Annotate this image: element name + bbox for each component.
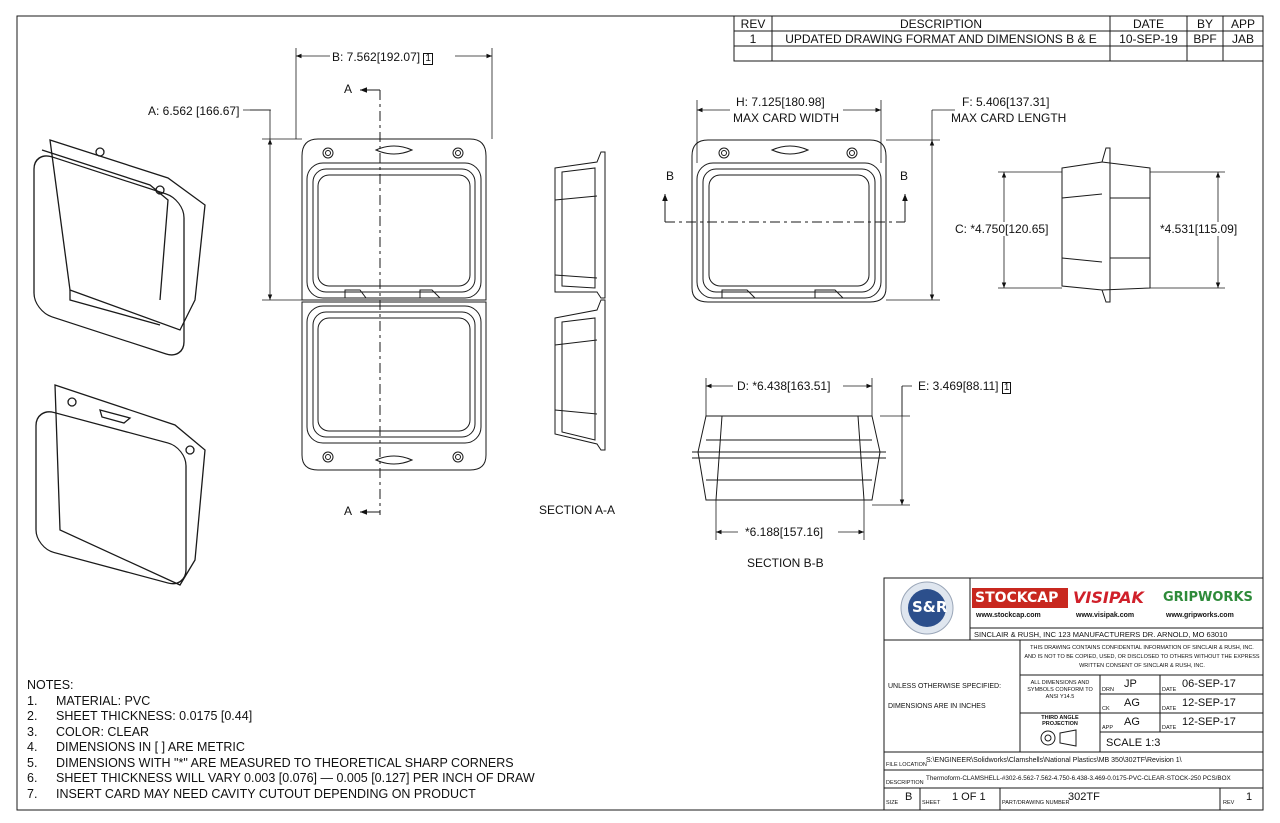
note-2: 2.SHEET THICKNESS: 0.0175 [0.44] [27, 709, 253, 723]
visipak-brand: VISIPAK [1073, 588, 1144, 607]
dimension-f-lines [886, 109, 955, 301]
isometric-view-bottom [35, 384, 206, 586]
dim-a-label: A: 6.562 [166.67] [148, 104, 240, 118]
dim-b-label: B: 7.562[192.07] 1 [332, 50, 433, 65]
chk-date-label: DATE [1162, 706, 1177, 712]
sheet-border [16, 15, 1264, 811]
section-a-top-letter: A [344, 82, 353, 96]
dim-e-label: E: 3.469[88.11] 1 [918, 379, 1012, 394]
chk-label: CK [1102, 706, 1110, 712]
dimension-h-lines [696, 100, 882, 163]
dim-c-label: C: *4.750[120.65] [955, 222, 1049, 236]
note-3: 3.COLOR: CLEAR [27, 724, 150, 739]
third-angle-symbol [1040, 729, 1077, 747]
rev-row-rev: 1 [749, 32, 757, 46]
gripworks-brand: GRIPWORKS [1163, 590, 1253, 605]
size-label: SIZE [886, 800, 899, 806]
sheet-value: 1 OF 1 [952, 791, 986, 803]
rev-row-app: JAB [1231, 32, 1254, 46]
section-a-bottom-letter: A [344, 504, 353, 518]
section-bb-caption: SECTION B-B [747, 556, 824, 570]
dim-d-label: D: *6.438[163.51] [737, 379, 831, 393]
revision-table-grid [733, 15, 1264, 62]
dim-f-sub: MAX CARD LENGTH [951, 111, 1067, 125]
part-number-label: PART/DRAWING NUMBER [1002, 800, 1070, 806]
side-view [1061, 147, 1151, 303]
third-angle-label: THIRD ANGLE PROJECTION [1041, 715, 1079, 727]
rev-row-by: BPF [1193, 32, 1217, 46]
app-label: APP [1102, 725, 1114, 731]
rev-header-date: DATE [1132, 17, 1165, 31]
rev-header-by: BY [1196, 17, 1213, 31]
size-value: B [905, 791, 913, 803]
file-location: S:\ENGINEER\Solidworks\Clamshells\Nation… [926, 757, 1182, 764]
rev-row-date: 10-SEP-19 [1119, 32, 1178, 46]
note-1: 1.MATERIAL: PVC [27, 693, 151, 708]
chk-date: 12-SEP-17 [1182, 697, 1236, 709]
dim-g-label: *6.188[157.16] [745, 525, 824, 539]
drn-label: DRN [1102, 687, 1114, 693]
rev-label: REV [1223, 800, 1235, 806]
gripworks-url: www.gripworks.com [1166, 612, 1234, 619]
rev-header-description: DESCRIPTION [899, 17, 982, 31]
section-line-bb [662, 194, 908, 223]
dimension-g-lines [715, 500, 865, 540]
section-bb-view [692, 415, 886, 501]
dimension-e-lines [872, 385, 912, 506]
stockcap-url: www.stockcap.com [976, 612, 1041, 619]
sr-logo-text: S&R [912, 598, 948, 616]
dim-f-label: F: 5.406[137.31] [962, 95, 1050, 109]
confidential-notice: THIS DRAWING CONTAINS CONFIDENTIAL INFOR… [1024, 645, 1260, 669]
unless-specified: UNLESS OTHERWISE SPECIFIED: [888, 683, 1002, 690]
note-7: 7.INSERT CARD MAY NEED CAVITY CUTOUT DEP… [27, 786, 476, 801]
scale: SCALE 1:3 [1106, 737, 1161, 749]
part-description: Thermoform-CLAMSHELL-#302-6.562-7.562-4.… [926, 775, 1231, 782]
sr-logo [900, 581, 954, 635]
section-b-right-letter: B [900, 169, 909, 183]
rev-value: 1 [1246, 791, 1253, 803]
ansi-note: ALL DIMENSIONS AND SYMBOLS CONFORM TO AN… [1027, 680, 1093, 700]
dim-h-label: H: 7.125[180.98] [736, 95, 825, 109]
rev-row-description: UPDATED DRAWING FORMAT AND DIMENSIONS B … [785, 32, 1097, 46]
section-line-aa [360, 87, 381, 515]
stockcap-brand: STOCKCAP [975, 590, 1059, 606]
section-b-left-letter: B [666, 169, 675, 183]
dimension-d-lines [705, 378, 873, 416]
dims-in-inches: DIMENSIONS ARE IN INCHES [888, 703, 986, 710]
stockcap-banner [972, 588, 1068, 608]
note-6: 6.SHEET THICKNESS WILL VARY 0.003 [0.076… [27, 771, 535, 785]
dim-h-sub: MAX CARD WIDTH [733, 111, 839, 125]
section-aa-caption: SECTION A-A [539, 503, 616, 517]
notes-title: NOTES: [27, 678, 74, 692]
isometric-view-top [33, 139, 206, 356]
note-5: 5.DIMENSIONS WITH "*" ARE MEASURED TO TH… [27, 755, 514, 770]
card-view [691, 139, 887, 303]
dimension-a-lines [243, 109, 302, 301]
drn-value: JP [1124, 678, 1137, 690]
file-location-label: FILE LOCATION [886, 762, 927, 768]
part-number: 302TF [1068, 791, 1100, 803]
app-date: 12-SEP-17 [1182, 716, 1236, 728]
company-address: SINCLAIR & RUSH, INC 123 MANUFACTURERS D… [974, 630, 1228, 639]
section-aa-view [554, 151, 606, 451]
title-block-grid [883, 577, 1264, 811]
notes-block: NOTES: 1.MATERIAL: PVC 2.SHEET THICKNESS… [27, 678, 535, 802]
description-label: DESCRIPTION [886, 780, 924, 786]
app-date-label: DATE [1162, 725, 1177, 731]
rev-header-rev: REV [740, 17, 766, 31]
dimension-b-lines [295, 48, 493, 139]
app-value: AG [1124, 716, 1140, 728]
visipak-url: www.visipak.com [1076, 612, 1135, 619]
chk-value: AG [1124, 697, 1140, 709]
drn-date-label: DATE [1162, 687, 1177, 693]
sheet-label: SHEET [922, 800, 941, 806]
rev-header-app: APP [1230, 17, 1255, 31]
dim-c2-label: *4.531[115.09] [1160, 222, 1238, 236]
front-view [301, 138, 487, 471]
note-4: 4.DIMENSIONS IN [ ] ARE METRIC [27, 740, 245, 754]
drn-date: 06-SEP-17 [1182, 678, 1236, 690]
